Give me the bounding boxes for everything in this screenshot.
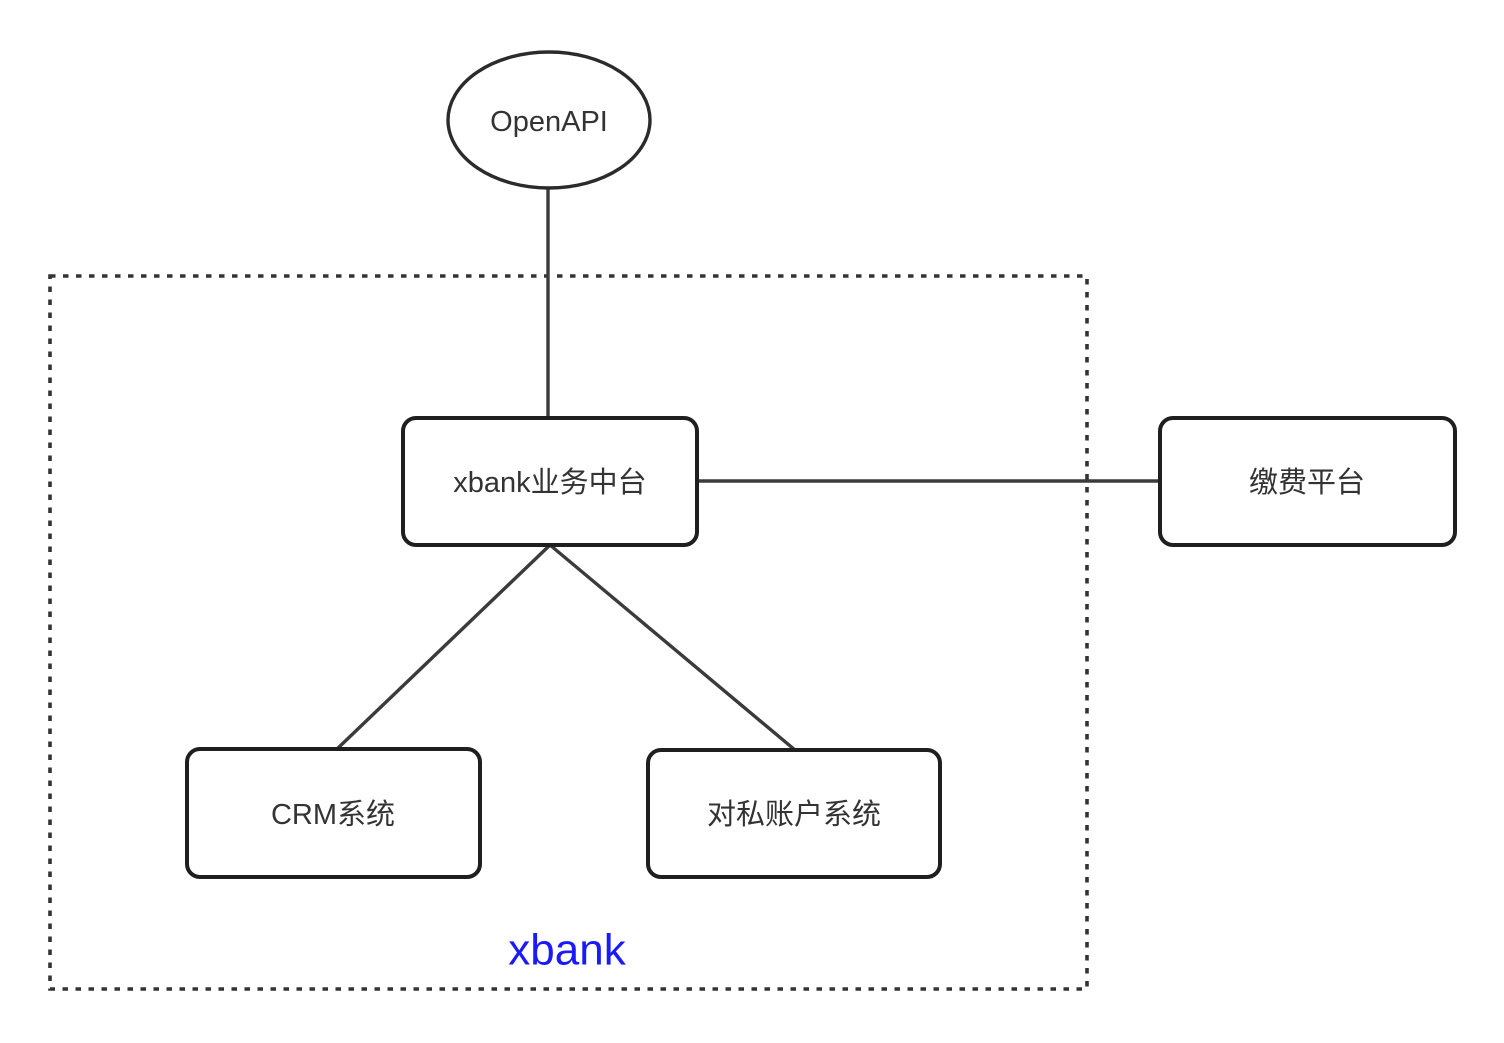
crm-node bbox=[185, 747, 482, 879]
openapi-label: OpenAPI bbox=[490, 106, 608, 138]
xbank-group-label: xbank bbox=[508, 926, 626, 975]
openapi-node bbox=[446, 50, 652, 190]
xbank-group-boundary bbox=[48, 274, 1089, 991]
payment-node bbox=[1158, 416, 1457, 547]
edge-platform-crm bbox=[335, 543, 552, 751]
platform-label: xbank业务中台 bbox=[453, 466, 646, 499]
platform-node bbox=[401, 416, 699, 547]
personal-account-node bbox=[646, 748, 942, 879]
crm-label: CRM系统 bbox=[271, 798, 395, 831]
payment-label: 缴费平台 bbox=[1249, 466, 1365, 499]
edge-platform-personal-account bbox=[548, 543, 797, 752]
personal-account-label: 对私账户系统 bbox=[707, 798, 881, 831]
